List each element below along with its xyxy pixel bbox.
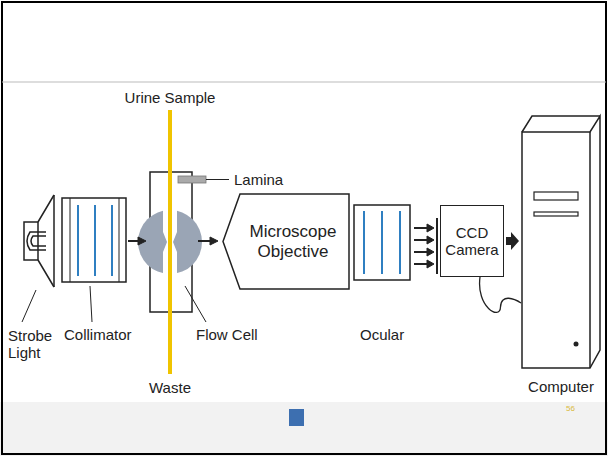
part-label: Waste <box>149 379 191 396</box>
collimator <box>62 198 126 282</box>
computer: Computer <box>520 112 602 397</box>
header-rule <box>2 82 606 83</box>
connector <box>480 277 521 312</box>
node-label: Microscope Objective <box>236 222 350 261</box>
ccd-camera: CCD Camera <box>440 205 504 277</box>
part-label: Lamina <box>234 171 283 188</box>
part-label: Urine Sample <box>125 89 216 106</box>
footer-band <box>0 402 608 456</box>
light-path-arrow <box>128 237 218 245</box>
strobe-light <box>24 195 54 287</box>
part-label: Ocular <box>360 326 404 343</box>
sample-stream <box>168 110 172 374</box>
computer-tower <box>520 112 602 370</box>
image-arrows <box>414 224 434 268</box>
leader-line <box>22 286 206 322</box>
slide-number: 56 <box>566 404 575 413</box>
nav-marker <box>289 409 304 426</box>
flow-cell <box>138 172 229 312</box>
node-label: Computer <box>520 378 602 395</box>
objective-lens: Microscope Objective <box>222 193 350 290</box>
part-label: Strobe Light <box>8 327 60 362</box>
lamina-bar <box>178 176 206 183</box>
part-label: Flow Cell <box>196 326 258 343</box>
node-label: CCD Camera <box>445 224 499 259</box>
ccd-sensor <box>436 218 438 274</box>
ocular <box>354 205 410 280</box>
connector <box>506 232 519 250</box>
part-label: Collimator <box>64 326 132 343</box>
